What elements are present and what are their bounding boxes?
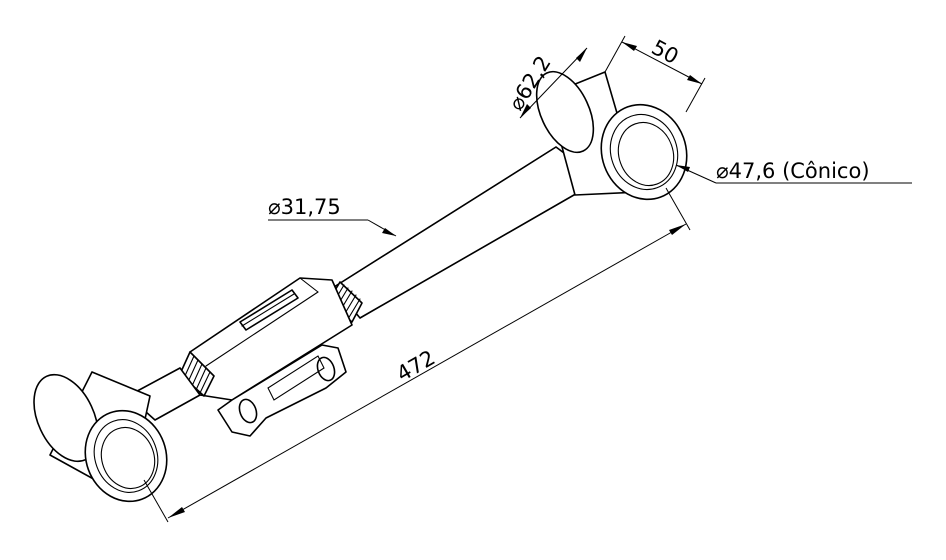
thread-left — [179, 351, 215, 397]
tube-right — [333, 146, 601, 319]
tube-diameter-label: ⌀31,75 — [268, 195, 341, 219]
right-bushing — [535, 70, 688, 201]
length-label: 472 — [393, 345, 440, 386]
cone-diameter-dimension: ⌀47,6 (Cônico) — [675, 159, 912, 184]
width-label: 50 — [648, 35, 683, 69]
width-dimension: 50 — [604, 35, 706, 113]
adjuster-body — [189, 277, 353, 437]
cone-diameter-label: ⌀47,6 (Cônico) — [716, 159, 870, 183]
tube-diameter-dimension: ⌀31,75 — [268, 195, 397, 237]
left-bushing — [33, 371, 168, 503]
